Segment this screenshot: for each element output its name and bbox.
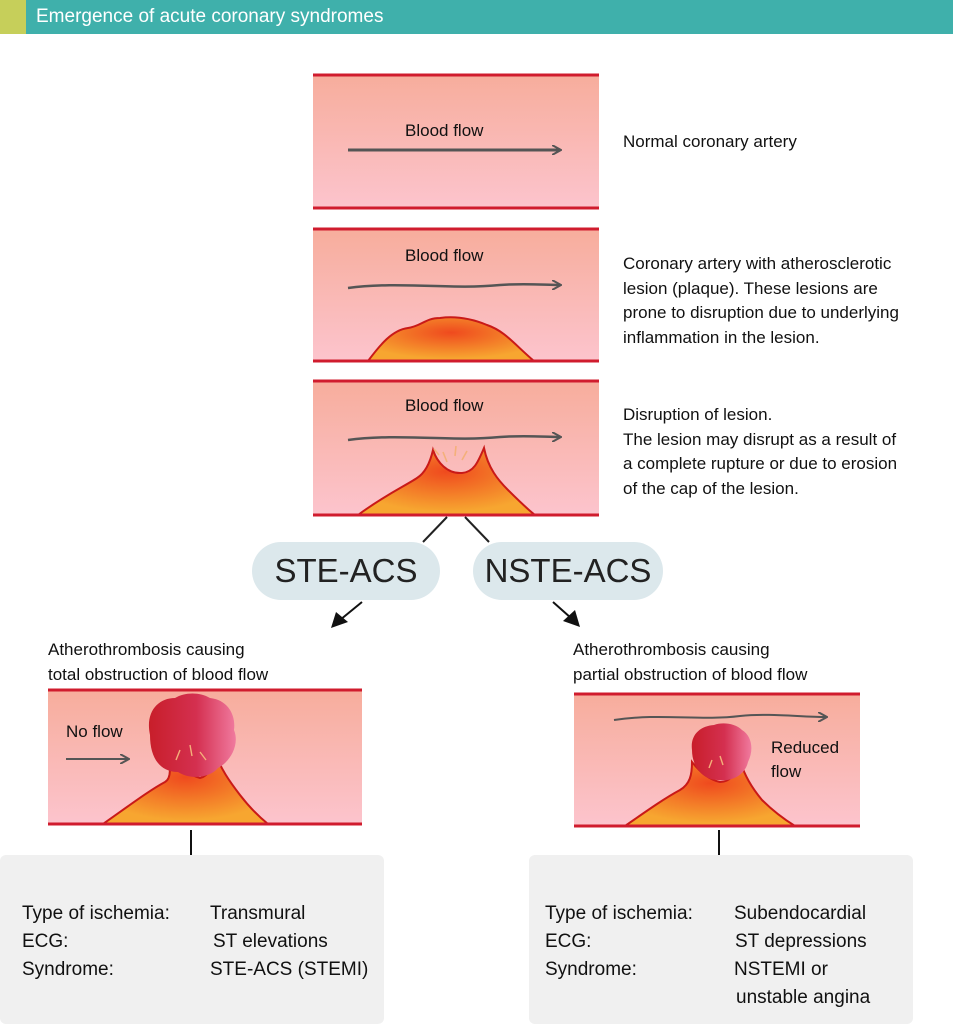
info-box-nste: Type of ischemia: Subendocardial ECG: ST… xyxy=(529,855,913,1024)
row-label: Type of ischemia: xyxy=(22,903,170,924)
plaque-lesion xyxy=(621,756,799,827)
artery-panel-ste xyxy=(48,688,362,826)
artery-panel-disruption xyxy=(313,379,599,517)
row-value: STE-ACS (STEMI) xyxy=(210,959,369,980)
row-value: unstable angina xyxy=(736,987,871,1008)
blood-flow-label: Blood flow xyxy=(405,396,484,415)
artery-panel-plaque xyxy=(313,227,599,363)
thrombus-clot xyxy=(148,693,236,777)
info-box-ste: Type of ischemia: Transmural ECG: ST ele… xyxy=(0,855,384,1024)
row-label: ECG: xyxy=(545,931,592,952)
artery-panel-nste xyxy=(574,692,860,828)
description-plaque: Coronary artery with atherosclerotic les… xyxy=(623,254,899,347)
reduced-flow-label: Reduced flow xyxy=(771,738,840,781)
row-value: ST depressions xyxy=(735,931,867,952)
row-label: ECG: xyxy=(22,931,69,952)
blood-flow-label: Blood flow xyxy=(405,121,484,140)
row-value: Subendocardial xyxy=(734,903,867,924)
ste-acs-pill: STE-ACS xyxy=(252,542,440,600)
flow-arrow xyxy=(613,715,826,720)
flow-arrow xyxy=(347,436,560,440)
branch-line-ste xyxy=(422,516,448,543)
row-label: Syndrome: xyxy=(22,959,114,980)
branch-line-nste xyxy=(464,516,490,543)
row-value: NSTEMI or xyxy=(734,959,828,980)
header-accent-tab xyxy=(0,0,26,34)
disrupted-lesion xyxy=(354,444,538,516)
no-flow-label: No flow xyxy=(66,722,123,741)
plaque-lesion xyxy=(99,748,271,825)
row-label: Syndrome: xyxy=(545,959,637,980)
caption-nste: Atherothrombosis causing partial obstruc… xyxy=(573,640,808,684)
arrow-to-ste-panel xyxy=(331,601,363,628)
description-normal: Normal coronary artery xyxy=(623,132,797,151)
thrombus-clot xyxy=(691,723,752,781)
row-value: ST elevations xyxy=(213,931,328,952)
page-title: Emergence of acute coronary syndromes xyxy=(36,6,384,27)
row-label: Type of ischemia: xyxy=(545,903,693,924)
header-bar: Emergence of acute coronary syndromes xyxy=(0,0,953,34)
row-value: Transmural xyxy=(210,903,306,924)
artery-panel-normal xyxy=(313,73,599,210)
description-disruption: Disruption of lesion. The lesion may dis… xyxy=(623,405,898,498)
caption-ste: Atherothrombosis causing total obstructi… xyxy=(48,640,269,684)
arrow-to-nste-panel xyxy=(552,601,580,627)
nste-acs-pill: NSTE-ACS xyxy=(473,542,663,600)
blood-flow-label: Blood flow xyxy=(405,246,484,265)
plaque-lesion xyxy=(365,316,537,362)
flow-arrow xyxy=(347,284,560,288)
